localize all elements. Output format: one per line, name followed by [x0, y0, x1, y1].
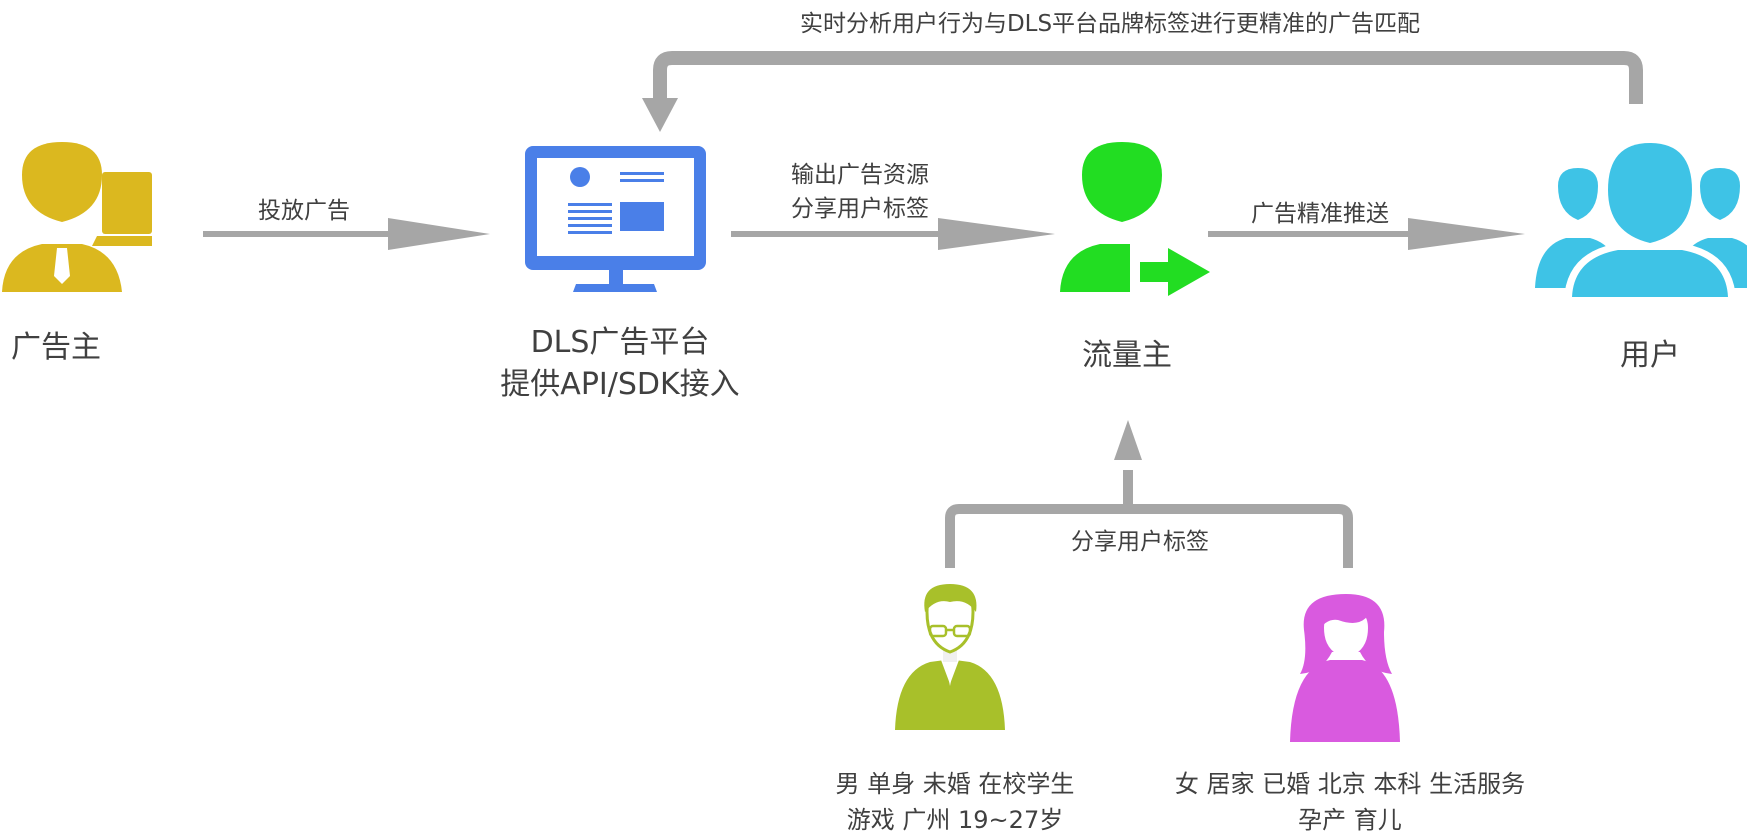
platform-label-line2: 提供API/SDK接入 [500, 367, 740, 402]
traffic-owner-icon [1060, 142, 1210, 304]
arrow-platform-to-traffic [731, 218, 1055, 250]
male-profile-tags-line1: 男 单身 未婚 在校学生 [835, 770, 1075, 798]
female-profile-tags: 女 居家 已婚 北京 本科 生活服务 孕产 育儿 [1160, 766, 1540, 838]
male-profile-tags: 男 单身 未婚 在校学生 游戏 广州 19~27岁 [820, 766, 1090, 838]
edge-label-profiles-to-traffic: 分享用户标签 [1071, 529, 1209, 555]
male-profile-tags-line2: 游戏 广州 19~27岁 [846, 806, 1064, 834]
female-profile-tags-line1: 女 居家 已婚 北京 本科 生活服务 [1174, 770, 1526, 798]
edge-label-platform-to-traffic-line1: 输出广告资源 [791, 162, 929, 188]
edge-label-advertiser-to-platform: 投放广告 [258, 198, 350, 224]
monitor-icon [525, 146, 706, 292]
arrow-advertiser-to-platform [203, 218, 490, 250]
users-label: 用户 [1620, 338, 1680, 373]
platform-label: DLS广告平台 提供API/SDK接入 [470, 322, 770, 406]
female-profile-icon [1290, 594, 1400, 742]
arrow-users-to-platform [642, 51, 1643, 132]
arrows [203, 51, 1643, 568]
platform-label-line1: DLS广告平台 [530, 325, 710, 360]
advertiser-label: 广告主 [11, 330, 101, 365]
advertiser-icon [2, 142, 152, 292]
traffic-owner-label: 流量主 [1082, 338, 1172, 373]
edge-label-users-to-platform: 实时分析用户行为与DLS平台品牌标签进行更精准的广告匹配 [799, 11, 1421, 37]
female-profile-tags-line2: 孕产 育儿 [1298, 806, 1402, 834]
arrow-profiles-to-traffic [945, 420, 1353, 568]
edge-label-platform-to-traffic-line2: 分享用户标签 [791, 196, 929, 222]
users-icon [1535, 136, 1747, 300]
edge-label-traffic-to-users: 广告精准推送 [1251, 201, 1389, 227]
arrow-traffic-to-users [1208, 218, 1525, 250]
edge-label-platform-to-traffic: 输出广告资源 分享用户标签 [770, 158, 950, 226]
male-profile-icon [895, 584, 1005, 730]
